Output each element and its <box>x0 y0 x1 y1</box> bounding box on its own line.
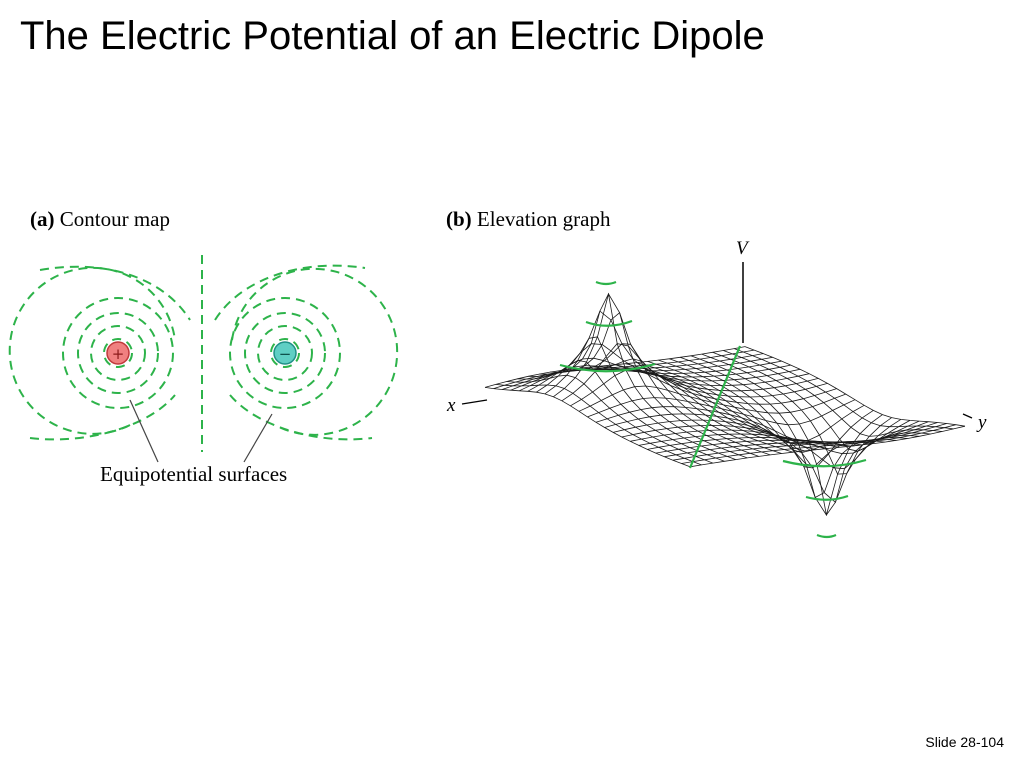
equipotential-line <box>229 297 341 409</box>
equipotential-line <box>39 265 191 321</box>
mesh-line <box>701 353 920 475</box>
peak-contour <box>559 362 656 373</box>
equipotential-line <box>231 267 399 436</box>
mesh-line <box>638 420 911 455</box>
y-axis-label: y <box>976 412 987 433</box>
mesh-line <box>658 359 874 454</box>
well-contour <box>816 533 837 539</box>
equipotential-callout: Equipotential surfaces <box>100 462 287 486</box>
mesh-line <box>571 358 782 454</box>
negative-charge <box>273 341 297 365</box>
mesh-line <box>636 362 851 447</box>
equipotential-line <box>229 394 373 441</box>
mesh-line <box>690 355 908 517</box>
mesh-line <box>587 397 856 426</box>
equipotential-line <box>270 338 300 368</box>
peak-contour <box>595 280 617 286</box>
panel-a-label: (a) Contour map <box>30 207 170 232</box>
mesh-line <box>495 384 702 466</box>
positive-charge-symbol: + <box>112 345 125 363</box>
equipotential-line <box>29 394 176 441</box>
y-axis <box>962 413 973 419</box>
peak-contour <box>585 319 633 327</box>
mesh-line <box>553 292 819 398</box>
mesh-line <box>582 367 794 453</box>
panel-a-letter: (a) <box>30 207 55 231</box>
panel-b-letter: (b) <box>446 207 472 231</box>
mesh-line <box>517 359 725 462</box>
v-axis-label: V <box>736 238 750 259</box>
well-contour <box>805 494 849 501</box>
panel-a-caption: Contour map <box>59 207 170 231</box>
potential-surface-mesh <box>461 292 973 517</box>
mesh-line <box>560 343 771 456</box>
slide-title: The Electric Potential of an Electric Di… <box>20 14 765 58</box>
contour-map <box>8 255 399 452</box>
callout-line-left <box>129 399 159 463</box>
mesh-line <box>604 365 817 451</box>
zero-potential-line <box>688 345 742 469</box>
mesh-line <box>539 292 748 459</box>
mesh-line <box>744 346 966 427</box>
equipotential-line <box>103 338 133 368</box>
mesh-line <box>647 361 862 446</box>
equipotential-line <box>90 325 146 381</box>
callout-line-right <box>243 413 273 463</box>
x-axis <box>461 399 488 405</box>
equipotential-line <box>62 297 174 409</box>
well-contour <box>782 458 867 468</box>
x-axis-label: x <box>446 395 456 416</box>
mesh-line <box>723 350 943 437</box>
mesh-line <box>734 348 954 430</box>
mesh-line <box>549 311 759 457</box>
positive-charge <box>106 341 130 365</box>
mesh-line <box>712 351 931 452</box>
mesh-line <box>484 387 691 468</box>
equipotential-line <box>77 312 159 394</box>
mesh-line <box>621 417 892 503</box>
mesh-line <box>614 364 828 449</box>
equipotential-line <box>244 312 326 394</box>
slide-number: Slide 28-104 <box>925 734 1004 750</box>
panel-b-label: (b) Elevation graph <box>446 207 610 232</box>
equipotential-line <box>214 264 366 321</box>
equipotential-line <box>8 266 176 435</box>
panel-b-caption: Elevation graph <box>476 207 611 231</box>
equipotential-line <box>257 325 313 381</box>
mesh-line <box>669 358 885 469</box>
mesh-line <box>679 356 897 499</box>
mesh-line <box>506 374 714 464</box>
elevation-graph: V x y <box>446 238 987 539</box>
negative-charge-symbol: − <box>279 345 292 363</box>
